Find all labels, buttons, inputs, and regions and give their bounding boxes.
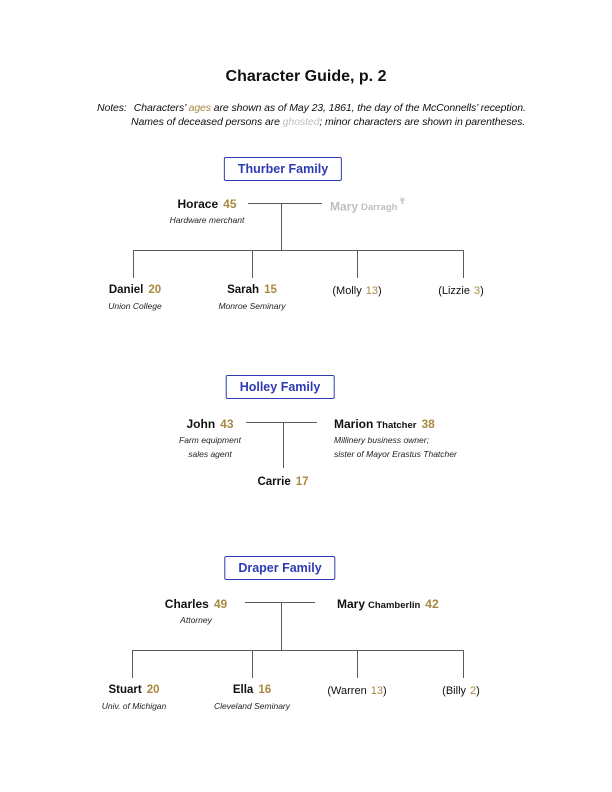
person-horace-thurber: Horace 45 Hardware merchant bbox=[147, 195, 267, 227]
person-description: Attorney bbox=[180, 615, 212, 625]
person-sarah-thurber: Sarah 15 Monroe Seminary bbox=[192, 280, 312, 311]
paren-close: ) bbox=[377, 285, 382, 297]
deceased-cross-icon: ✟ bbox=[398, 196, 406, 206]
person-age: 15 bbox=[264, 284, 277, 296]
person-surname: Chamberlin bbox=[368, 600, 421, 611]
person-surname: Darragh bbox=[361, 202, 398, 214]
person-name: Molly bbox=[336, 285, 362, 297]
family-box-draper: Draper Family bbox=[224, 556, 336, 580]
person-age: 45 bbox=[223, 197, 237, 211]
person-name: Marion bbox=[334, 417, 374, 431]
thurber-child-drop-line bbox=[252, 251, 253, 278]
person-name: Sarah bbox=[227, 284, 260, 296]
person-name: Charles bbox=[164, 597, 209, 611]
notes-line1-pre: Characters’ bbox=[133, 102, 189, 114]
person-name: Mary bbox=[337, 597, 366, 611]
person-description: Farm equipment bbox=[179, 435, 241, 445]
notes-line-1: Notes: Characters’ ages are shown as of M… bbox=[97, 102, 526, 114]
person-age: 2 bbox=[470, 685, 477, 697]
person-surname: Thatcher bbox=[376, 420, 417, 431]
person-name: Mary bbox=[330, 199, 359, 214]
person-age: 20 bbox=[146, 684, 160, 696]
person-stuart-draper: Stuart 20 Univ. of Michigan bbox=[74, 680, 194, 711]
person-ella-draper: Ella 16 Cleveland Seminary bbox=[192, 680, 312, 711]
person-description: Union College bbox=[108, 301, 162, 311]
person-age: 20 bbox=[148, 284, 162, 296]
page-title: Character Guide, p. 2 bbox=[225, 68, 387, 85]
draper-child-drop-line bbox=[132, 651, 133, 678]
person-charles-draper: Charles 49 Attorney bbox=[136, 595, 256, 627]
paren-open: ( bbox=[327, 685, 332, 697]
notes-ages-highlight: ages bbox=[188, 102, 211, 114]
thurber-child-drop-line bbox=[357, 251, 358, 278]
notes-ghosted-highlight: ghosted bbox=[282, 116, 320, 128]
person-name: Lizzie bbox=[441, 285, 470, 297]
person-description: sales agent bbox=[188, 448, 232, 459]
family-box-holley: Holley Family bbox=[225, 375, 335, 399]
person-description: Monroe Seminary bbox=[218, 301, 286, 311]
person-name: Carrie bbox=[257, 476, 291, 488]
paren-open: ( bbox=[442, 685, 446, 697]
thurber-child-drop-line bbox=[133, 251, 134, 278]
notes-line2-post: ; minor characters are shown in parenthe… bbox=[319, 116, 526, 128]
person-name: Daniel bbox=[108, 284, 144, 296]
thurber-child-drop-line bbox=[463, 251, 464, 278]
draper-child-drop-line bbox=[357, 651, 358, 678]
person-age: 16 bbox=[258, 684, 272, 696]
person-john-holley: John 43 Farm equipment sales agent bbox=[150, 415, 270, 460]
person-age: 3 bbox=[474, 285, 481, 297]
person-age: 13 bbox=[365, 285, 378, 297]
thurber-marriage-line bbox=[248, 203, 322, 204]
holley-descent-line bbox=[283, 423, 284, 468]
person-description: Univ. of Michigan bbox=[101, 701, 167, 711]
person-age: 38 bbox=[421, 417, 435, 431]
person-name: Stuart bbox=[108, 684, 142, 696]
draper-descent-line bbox=[281, 603, 282, 650]
person-age: 13 bbox=[370, 685, 383, 697]
family-box-thurber: Thurber Family bbox=[223, 157, 343, 181]
person-age: 43 bbox=[220, 417, 234, 431]
thurber-sibling-line bbox=[133, 250, 464, 251]
person-name: Ella bbox=[232, 684, 254, 696]
person-age: 42 bbox=[425, 597, 439, 611]
paren-open: ( bbox=[438, 285, 442, 297]
paren-close: ) bbox=[476, 685, 480, 697]
person-name: Billy bbox=[445, 685, 467, 697]
person-description: sister of Mayor Erastus Thatcher bbox=[334, 448, 457, 459]
thurber-descent-line bbox=[281, 204, 282, 251]
draper-sibling-line bbox=[132, 650, 464, 651]
person-name: Horace bbox=[177, 197, 219, 211]
person-name: John bbox=[186, 417, 216, 431]
person-name: Warren bbox=[331, 685, 367, 697]
person-carrie-holley: Carrie 17 bbox=[223, 472, 343, 490]
paren-close: ) bbox=[480, 285, 484, 297]
notes-label: Notes: bbox=[97, 102, 127, 114]
notes-line-2: Names of deceased persons are ghosted; m… bbox=[131, 116, 525, 128]
person-lizzie-thurber: (Lizzie 3) bbox=[401, 281, 521, 299]
notes-line2-pre: Names of deceased persons are bbox=[131, 116, 283, 128]
paren-open: ( bbox=[332, 285, 337, 297]
paren-close: ) bbox=[382, 685, 387, 697]
person-daniel-thurber: Daniel 20 Union College bbox=[75, 280, 195, 311]
draper-marriage-line bbox=[245, 602, 315, 603]
draper-child-drop-line bbox=[463, 651, 464, 678]
person-description: Millinery business owner; bbox=[334, 435, 429, 445]
holley-marriage-line bbox=[246, 422, 317, 423]
person-description: Cleveland Seminary bbox=[213, 701, 291, 711]
person-description: Hardware merchant bbox=[169, 215, 245, 225]
person-age: 17 bbox=[295, 476, 309, 488]
draper-child-drop-line bbox=[252, 651, 253, 678]
person-age: 49 bbox=[213, 597, 228, 611]
notes-line1-post: are shown as of May 23, 1861, the day of… bbox=[210, 102, 526, 114]
